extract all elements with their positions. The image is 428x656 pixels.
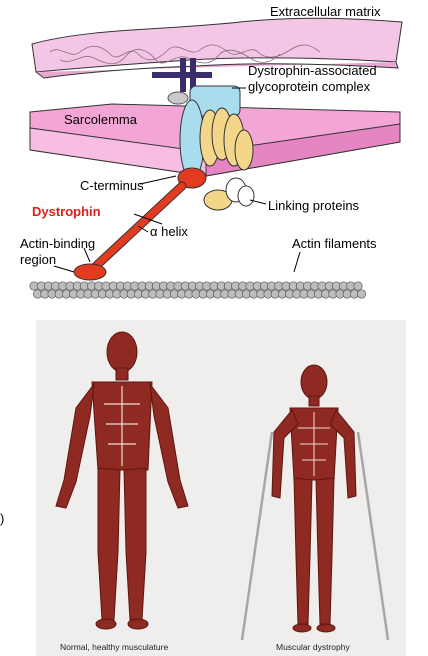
label-alpha-helix: α helix xyxy=(150,224,188,239)
label-actin-binding-line1: Actin-binding xyxy=(20,236,95,251)
actin-bead xyxy=(357,290,365,298)
label-dystrophin: Dystrophin xyxy=(32,204,101,219)
actin-filament xyxy=(30,282,366,298)
label-extracellular-matrix: Extracellular matrix xyxy=(270,4,381,19)
label-c-terminus: C-terminus xyxy=(80,178,144,193)
label-actin-binding-line2: region xyxy=(20,252,56,267)
label-sarcolemma: Sarcolemma xyxy=(64,112,138,127)
label-glycoprotein-line1: Dystrophin-associated xyxy=(248,63,377,78)
label-linking-proteins: Linking proteins xyxy=(268,198,360,213)
dystrophin-complex-diagram: Extracellular matrix Dystrophin-associat… xyxy=(0,0,428,310)
actin-bead xyxy=(354,282,362,290)
caption-dystrophy: Muscular dystrophy xyxy=(276,642,350,652)
stray-paren: ) xyxy=(0,511,4,526)
caption-normal: Normal, healthy musculature xyxy=(60,642,168,652)
musculature-comparison-photo: Normal, healthy musculature Muscular dys… xyxy=(36,320,406,656)
label-glycoprotein-line2: glycoprotein complex xyxy=(248,79,371,94)
label-actin-filaments: Actin filaments xyxy=(292,236,377,251)
